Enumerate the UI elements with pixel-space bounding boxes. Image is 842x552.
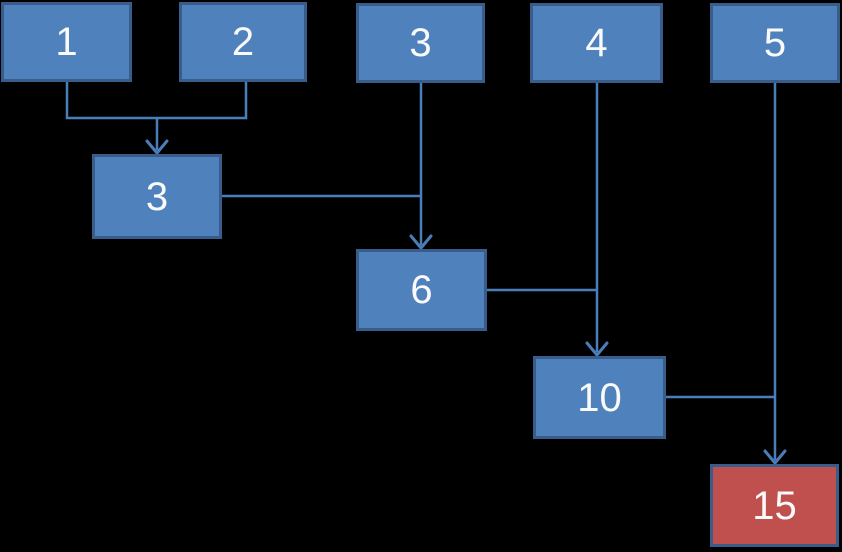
node-sum-15-final: 15 [710,464,839,547]
node-input-3: 3 [356,3,485,83]
node-input-1: 1 [1,2,132,82]
node-input-5: 5 [710,3,840,83]
arrowhead-into-sum15 [763,449,787,466]
node-sum-6: 6 [356,249,487,331]
node-input-2: 2 [179,2,307,82]
node-sum-3: 3 [92,154,222,239]
node-sum-10: 10 [533,356,666,439]
arrowhead-into-sum3 [145,139,169,156]
connector-input1-input2-merge [65,82,248,120]
arrowhead-into-sum6 [409,234,433,251]
node-input-4: 4 [530,3,663,83]
arrowhead-into-sum10 [585,341,609,358]
